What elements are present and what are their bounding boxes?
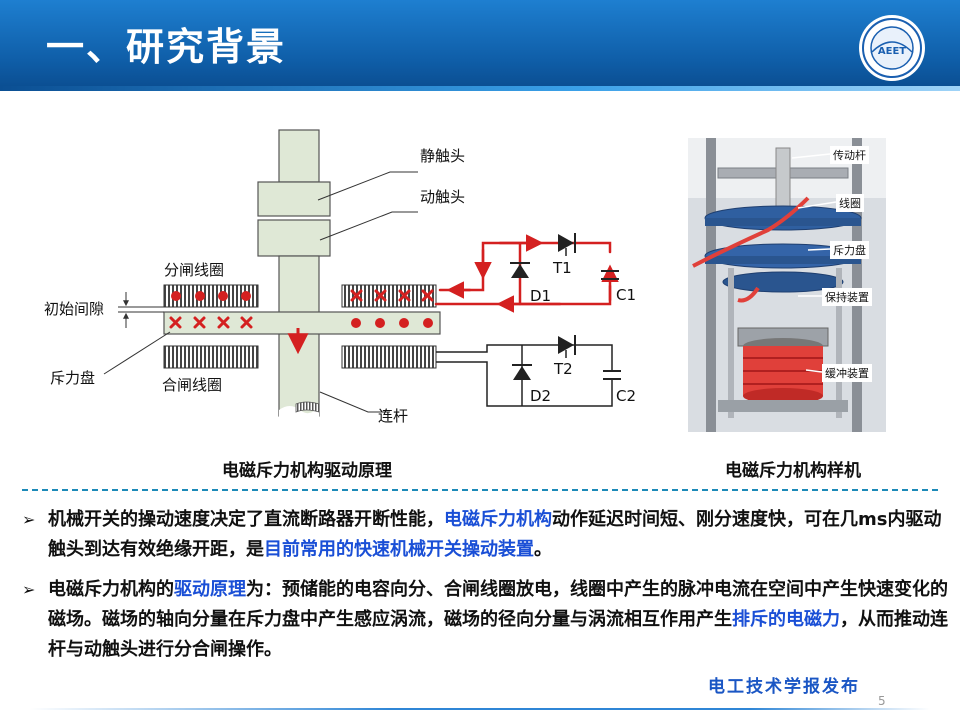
- rod-break-hatch: [295, 401, 320, 413]
- prototype-photo: [688, 138, 886, 432]
- current-dots-disk: [351, 318, 433, 328]
- right-label-holding-device: 保持装置: [822, 288, 872, 306]
- label-repulsion-disk: 斥力盘: [50, 369, 95, 387]
- bullet-text: 机械开关的操动速度决定了直流断路器开断性能，: [48, 509, 444, 530]
- top-rod: [278, 129, 320, 183]
- bullet-text: 电磁斥力机构的: [48, 579, 174, 600]
- slide-title: 一、研究背景: [46, 25, 287, 69]
- current-dots-open-coil: [171, 291, 251, 301]
- label-close-coil: 合闸线圈: [162, 376, 222, 394]
- bullet-text: 。: [534, 539, 552, 560]
- close-coil-right: [341, 345, 437, 369]
- slide-header: 一、研究背景 AEET: [0, 0, 960, 86]
- highlighted-text: 排斥的电磁力: [732, 609, 840, 630]
- leader-connecting-rod: [319, 391, 390, 413]
- current-crosses-disk: [169, 316, 253, 329]
- moving-contact-block: [257, 219, 331, 257]
- right-label-buffer-device: 缓冲装置: [822, 364, 872, 382]
- right-label-repulsion-disk: 斥力盘: [830, 241, 869, 259]
- initial-gap-marker: [118, 292, 164, 328]
- driving-principle-diagram: 静触头 动触头 分闸线圈 初始间隙 斥力盘 合闸线圈 连杆 T1 D1 C1 T…: [44, 129, 636, 425]
- footer-publisher-mark: 电工技术学报发布: [708, 677, 860, 697]
- bullet-list: ➢ 机械开关的操动速度决定了直流断路器开断性能，电磁斥力机构动作延迟时间短、刚分速…: [18, 505, 948, 675]
- right-figure-caption: 电磁斥力机构样机: [725, 461, 861, 481]
- label-d1: D1: [530, 287, 551, 305]
- right-label-drive-rod: 传动杆: [830, 146, 869, 164]
- label-open-coil: 分闸线圈: [164, 261, 224, 279]
- highlighted-text: 目前常用的快速机械开关操动装置: [264, 539, 534, 560]
- label-d2: D2: [530, 387, 551, 405]
- bullet-item: ➢ 电磁斥力机构的驱动原理为：预储能的电容向分、合闸线圈放电，线圈中产生的脉冲电流…: [18, 575, 948, 665]
- label-t1: T1: [552, 259, 572, 277]
- close-coil-left: [163, 345, 259, 369]
- bullet-text: 为：预储能的电容向分、合闸线圈放电，线圈中产生的脉冲电流在空间中产生快速变化的磁…: [48, 579, 948, 630]
- right-label-coil: 线圈: [836, 194, 864, 212]
- diode-d1: [510, 243, 530, 304]
- highlighted-text: 驱动原理: [174, 579, 246, 600]
- label-initial-gap: 初始间隙: [44, 300, 104, 318]
- open-coil-left: [163, 284, 259, 308]
- label-static-contact: 静触头: [420, 147, 465, 165]
- logo-text: AEET: [878, 46, 906, 57]
- static-contact-block: [257, 181, 331, 217]
- leader-static-contact: [317, 171, 418, 201]
- label-c1: C1: [616, 286, 636, 304]
- leader-repulsion-disk: [103, 331, 171, 375]
- label-c2: C2: [616, 387, 636, 405]
- aeet-logo-icon: AEET: [859, 15, 925, 81]
- bullet-arrow-icon: ➢: [22, 510, 36, 529]
- current-crosses-open-coil: [350, 289, 434, 302]
- label-t2: T2: [553, 360, 573, 378]
- highlighted-text: 电磁斥力机构: [444, 509, 552, 530]
- open-coil-right: [341, 284, 437, 308]
- label-connecting-rod: 连杆: [378, 407, 408, 425]
- diode-d2: [512, 364, 532, 380]
- left-figure-caption: 电磁斥力机构驱动原理: [222, 461, 392, 481]
- section-divider: [22, 489, 938, 491]
- label-moving-contact: 动触头: [420, 188, 465, 206]
- thyristor-t2: [558, 335, 576, 358]
- bullet-item: ➢ 机械开关的操动速度决定了直流断路器开断性能，电磁斥力机构动作延迟时间短、刚分速…: [18, 505, 948, 565]
- thyristor-t1: [558, 233, 576, 256]
- bullet-text: 动作延迟时间短、刚分速度快，可在几ms内驱动触头到达有效绝缘开距，是: [48, 509, 942, 560]
- repulsion-disk: [163, 311, 441, 335]
- bullet-text: ，从而推动连杆与动触头进行分合闸操作。: [48, 609, 948, 660]
- capacitor-c2: [603, 370, 621, 380]
- leader-moving-contact: [319, 211, 418, 241]
- bottom-line: [30, 708, 930, 710]
- page-number: 5: [878, 694, 886, 708]
- bullet-arrow-icon: ➢: [22, 580, 36, 599]
- capacitor-c1: [601, 270, 619, 280]
- right-label-leaders: [791, 153, 837, 373]
- header-stripe: [0, 86, 960, 91]
